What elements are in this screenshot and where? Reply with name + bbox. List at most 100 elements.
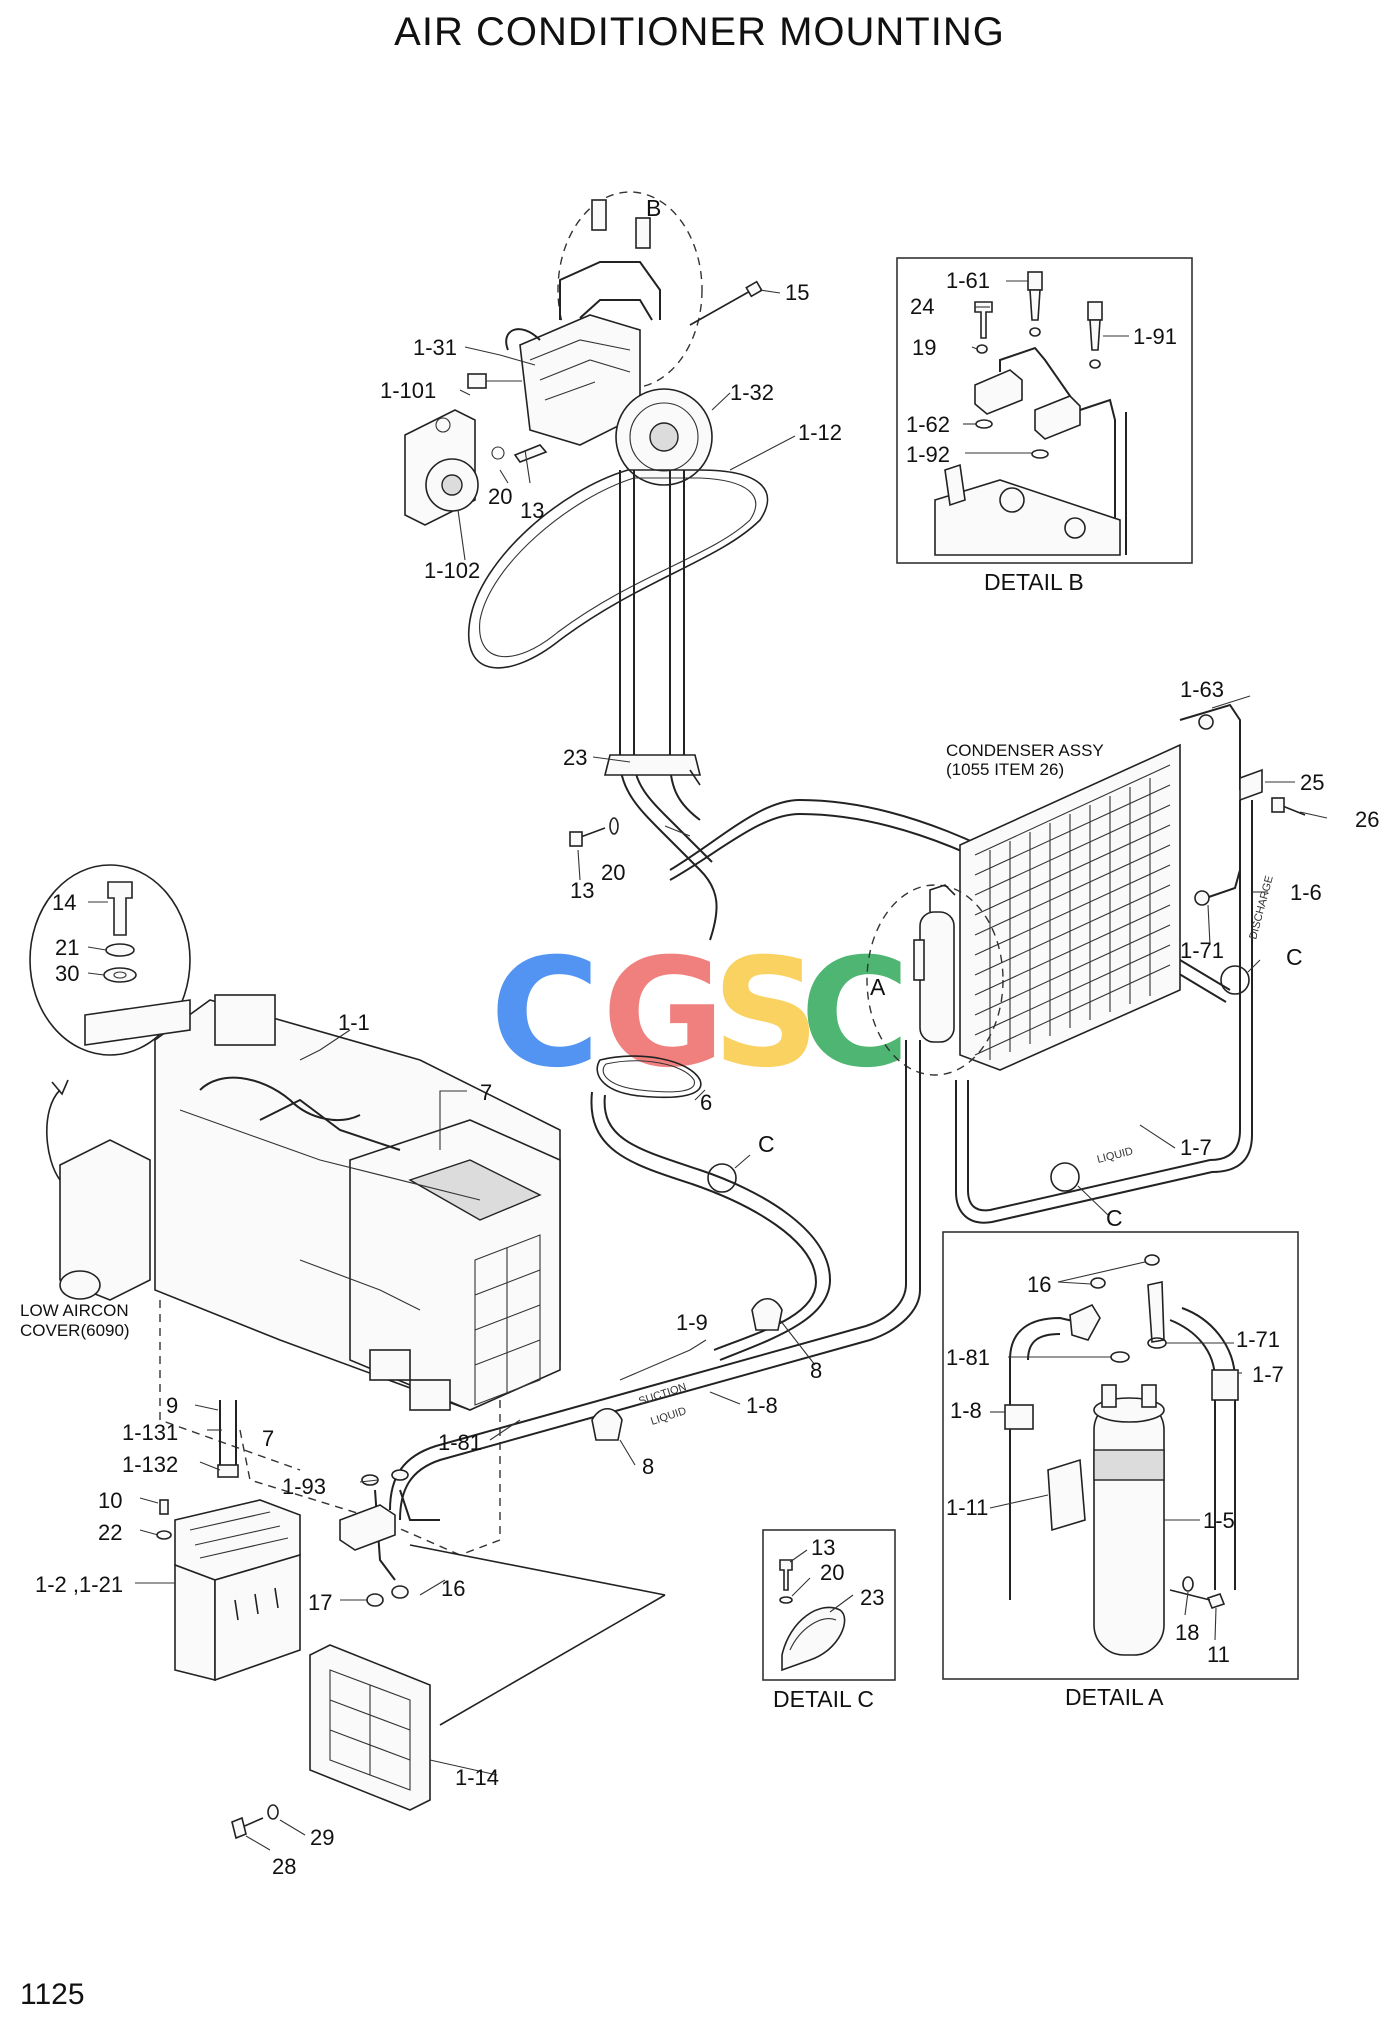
detail-c	[762, 1529, 896, 1681]
low-aircon-note-line2: COVER(6090)	[20, 1321, 130, 1340]
detail-c-frame	[762, 1529, 896, 1681]
watermark-letter-1: C	[490, 927, 600, 1101]
page-title: AIR CONDITIONER MOUNTING	[394, 10, 1005, 54]
view-marker-b: B	[646, 195, 661, 221]
part-label: 1-8	[950, 1398, 982, 1423]
part-label: 1-81	[438, 1430, 482, 1455]
part-label: 1-12	[798, 420, 842, 445]
part-label: 11	[1207, 1642, 1230, 1667]
view-marker-c1: C	[1286, 944, 1303, 970]
idler-bracket-assembly	[404, 409, 548, 526]
part-label: 1-71	[1180, 938, 1224, 963]
part-label: 9	[166, 1393, 178, 1418]
hvac-fittings	[156, 1400, 440, 1607]
part-label: 19	[912, 335, 936, 360]
view-marker-c3: C	[758, 1131, 775, 1157]
part-label: 1-2 ,1-21	[35, 1572, 123, 1597]
detail-a-callout-circle	[866, 884, 1004, 1076]
drier-tank	[919, 911, 955, 1043]
hvac-unit	[59, 994, 561, 1556]
part-label: 17	[308, 1590, 332, 1615]
receiver-drier	[866, 884, 1004, 1076]
section-c-marker-1	[1220, 965, 1250, 995]
part-label: 15	[785, 280, 809, 305]
part-label: 1-5	[1203, 1508, 1235, 1533]
part-label: 1-11	[946, 1495, 988, 1520]
hose-liquid-note-2: LIQUID	[1096, 1145, 1135, 1166]
ac-controller	[174, 1499, 301, 1682]
part-label: 1-102	[424, 558, 480, 583]
detail-a-caption: DETAIL A	[1065, 1684, 1164, 1710]
condenser-note-line2: (1055 ITEM 26)	[946, 760, 1064, 779]
part-label: 1-93	[282, 1474, 326, 1499]
part-label: 7	[480, 1080, 492, 1105]
discharge-hose	[619, 470, 718, 941]
part-label: 1-6	[1290, 880, 1322, 905]
part-label: 1-7	[1180, 1135, 1212, 1160]
part-label: 1-8	[746, 1393, 778, 1418]
air-outlet-duct	[214, 994, 276, 1046]
detail-drier-tank	[1093, 1399, 1165, 1656]
liquid-hose	[967, 800, 1241, 1212]
part-label: 28	[272, 1854, 296, 1879]
part-label: 1-62	[906, 412, 950, 437]
part-label: 1-101	[380, 378, 436, 403]
part-label: 1-92	[906, 442, 950, 467]
detail-b-callout-circle	[557, 191, 703, 389]
condenser-note-line1: CONDENSER ASSY	[946, 741, 1104, 760]
part-label: 1-32	[730, 380, 774, 405]
condenser-assembly	[959, 703, 1306, 1071]
part-label: 1-61	[946, 268, 990, 293]
part-label: 24	[910, 294, 934, 319]
part-label: 1-131	[122, 1420, 178, 1445]
watermark-letter-3: S	[712, 927, 820, 1101]
part-label: 20	[820, 1560, 844, 1585]
detail-c-caption: DETAIL C	[773, 1686, 874, 1712]
part-label: 14	[52, 890, 76, 915]
hose-clamp	[603, 754, 702, 776]
part-label: 22	[98, 1520, 122, 1545]
part-label: 1-81	[946, 1345, 990, 1370]
part-number-labels: 15 1-31 1-32 1-12 1-101 20 13 1-102 23 2…	[35, 268, 1379, 1879]
part-label: 1-1	[338, 1010, 370, 1035]
service-valve-1	[591, 199, 607, 231]
part-label: 8	[642, 1454, 654, 1479]
part-label: 20	[601, 860, 625, 885]
section-c-marker-2	[1050, 1162, 1080, 1192]
detail-a	[942, 1231, 1299, 1680]
part-label: 16	[1027, 1272, 1051, 1297]
part-label: 13	[520, 498, 544, 523]
part-label: 13	[570, 878, 594, 903]
part-label: 20	[488, 484, 512, 509]
part-label: 6	[700, 1090, 712, 1115]
watermark-letter-4: C	[800, 927, 910, 1101]
part-label: 1-31	[413, 335, 457, 360]
suction-hose	[399, 1040, 921, 1521]
drier-bracket	[1047, 1458, 1086, 1532]
part-label: 1-9	[676, 1310, 708, 1335]
section-c-marker-3	[707, 1163, 737, 1193]
compressor-assembly	[467, 191, 763, 486]
inset-circle	[29, 864, 191, 1056]
part-label: 1-132	[122, 1452, 178, 1477]
hose-liquid-note: LIQUID	[649, 1405, 688, 1428]
view-marker-c2: C	[1106, 1205, 1123, 1231]
leader-lines	[87, 280, 1328, 1851]
service-valve-2	[635, 217, 651, 249]
part-label: 18	[1175, 1620, 1199, 1645]
part-label: 1-63	[1180, 677, 1224, 702]
part-label: 16	[441, 1576, 465, 1601]
mounting-bolt-inset	[29, 864, 191, 1181]
part-label: 10	[98, 1488, 122, 1513]
low-aircon-note-line1: LOW AIRCON	[20, 1301, 129, 1320]
page-number: 1125	[20, 1978, 85, 2011]
detail-b	[896, 257, 1193, 564]
part-label: 8	[810, 1358, 822, 1383]
watermark: C G S C	[490, 927, 910, 1101]
part-label: 29	[310, 1825, 334, 1850]
part-label: 26	[1355, 807, 1379, 832]
watermark-letter-2: G	[602, 927, 725, 1101]
drive-belt	[467, 469, 769, 669]
spare-belt	[596, 1055, 702, 1099]
